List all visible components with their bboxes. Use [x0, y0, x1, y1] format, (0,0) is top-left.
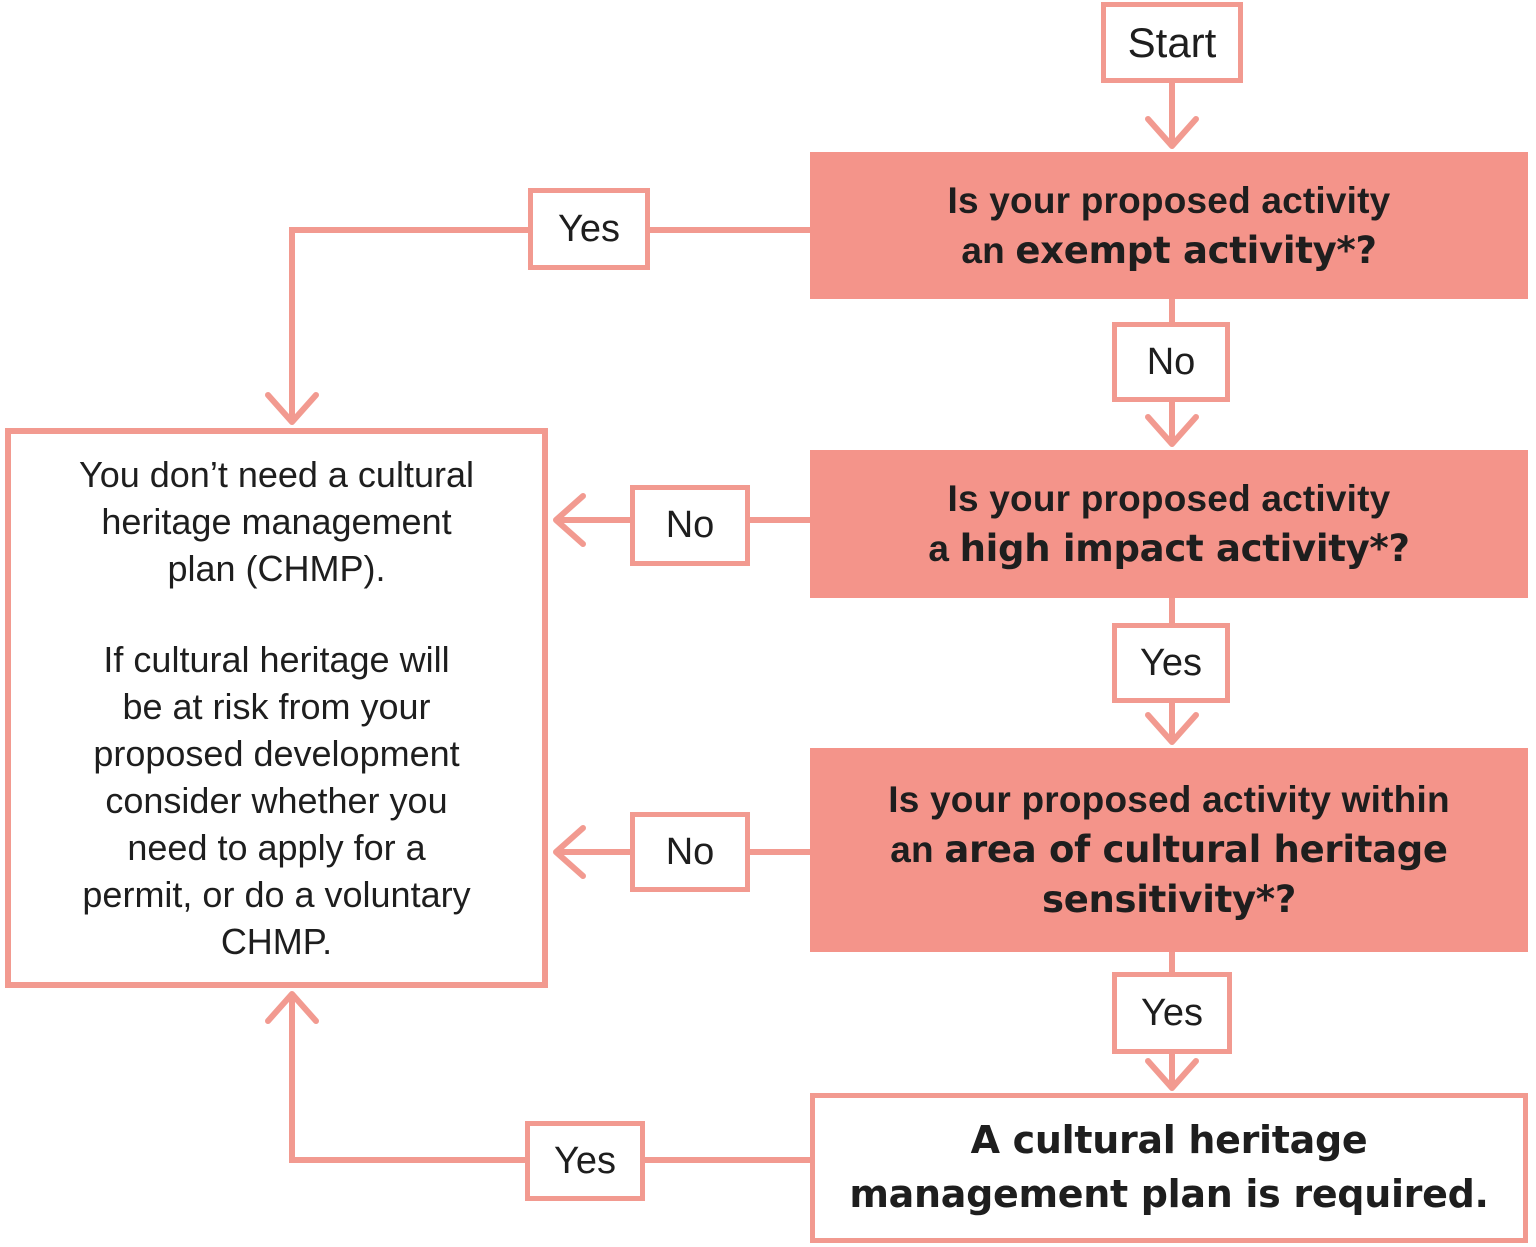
arrowhead-down-required: [1145, 1058, 1199, 1091]
start-node: Start: [1101, 2, 1243, 83]
question-cultural-heritage-sensitivity-text: Is your proposed activity within an area …: [888, 775, 1450, 925]
arrowhead-down-noresult: [265, 392, 319, 425]
edge-label-text: Yes: [1140, 641, 1202, 684]
start-label: Start: [1127, 18, 1217, 66]
edge-label-required-yes: Yes: [525, 1121, 645, 1201]
arrowhead-up-result: [265, 991, 319, 1024]
result-chmp-required: A cultural heritage management plan is re…: [810, 1093, 1528, 1243]
question-cultural-heritage-sensitivity: Is your proposed activity within an area …: [810, 748, 1528, 952]
edge-label-text: Yes: [1141, 991, 1203, 1034]
edge-label-sensitivity-yes: Yes: [1112, 972, 1232, 1054]
edge-label-text: Yes: [554, 1139, 616, 1182]
edge-label-sensitivity-no: No: [630, 812, 750, 892]
edge-label-exempt-yes: Yes: [528, 188, 650, 270]
text-line: an exempt activity*?: [961, 228, 1377, 272]
text-line: Is your proposed activity within: [888, 779, 1450, 820]
text-line: A cultural heritage: [970, 1118, 1368, 1162]
arrowhead-left-highimpact-no: [553, 493, 586, 547]
edge-label-exempt-no: No: [1112, 322, 1230, 402]
edge-label-text: Yes: [558, 207, 620, 250]
arrowhead-left-sensitivity-no: [553, 825, 586, 879]
question-high-impact-activity-text: Is your proposed activity a high impact a…: [928, 474, 1410, 574]
text-line: Is your proposed activity: [947, 478, 1391, 519]
result-chmp-required-text: A cultural heritage management plan is re…: [849, 1114, 1489, 1222]
arrowhead-down-exempt: [1145, 116, 1199, 149]
text-line: an area of cultural heritage: [890, 828, 1448, 871]
text-line: sensitivity*?: [1041, 878, 1297, 921]
question-exempt-activity-text: Is your proposed activity an exempt activ…: [948, 176, 1391, 276]
question-high-impact-activity: Is your proposed activity a high impact a…: [810, 450, 1528, 598]
edge-label-text: No: [665, 830, 715, 873]
question-exempt-activity: Is your proposed activity an exempt activ…: [810, 152, 1528, 299]
edge-label-high-impact-no: No: [630, 485, 750, 566]
arrowhead-down-sensitivity: [1145, 712, 1199, 745]
edge-label-text: No: [1146, 340, 1196, 383]
text-line: Is your proposed activity: [947, 179, 1391, 221]
text-line: a high impact activity*?: [928, 527, 1410, 570]
text-line: management plan is required.: [849, 1172, 1489, 1216]
edge-label-high-impact-yes: Yes: [1112, 623, 1230, 703]
edge-label-text: No: [665, 504, 715, 546]
arrowhead-down-highimpact: [1145, 414, 1199, 447]
